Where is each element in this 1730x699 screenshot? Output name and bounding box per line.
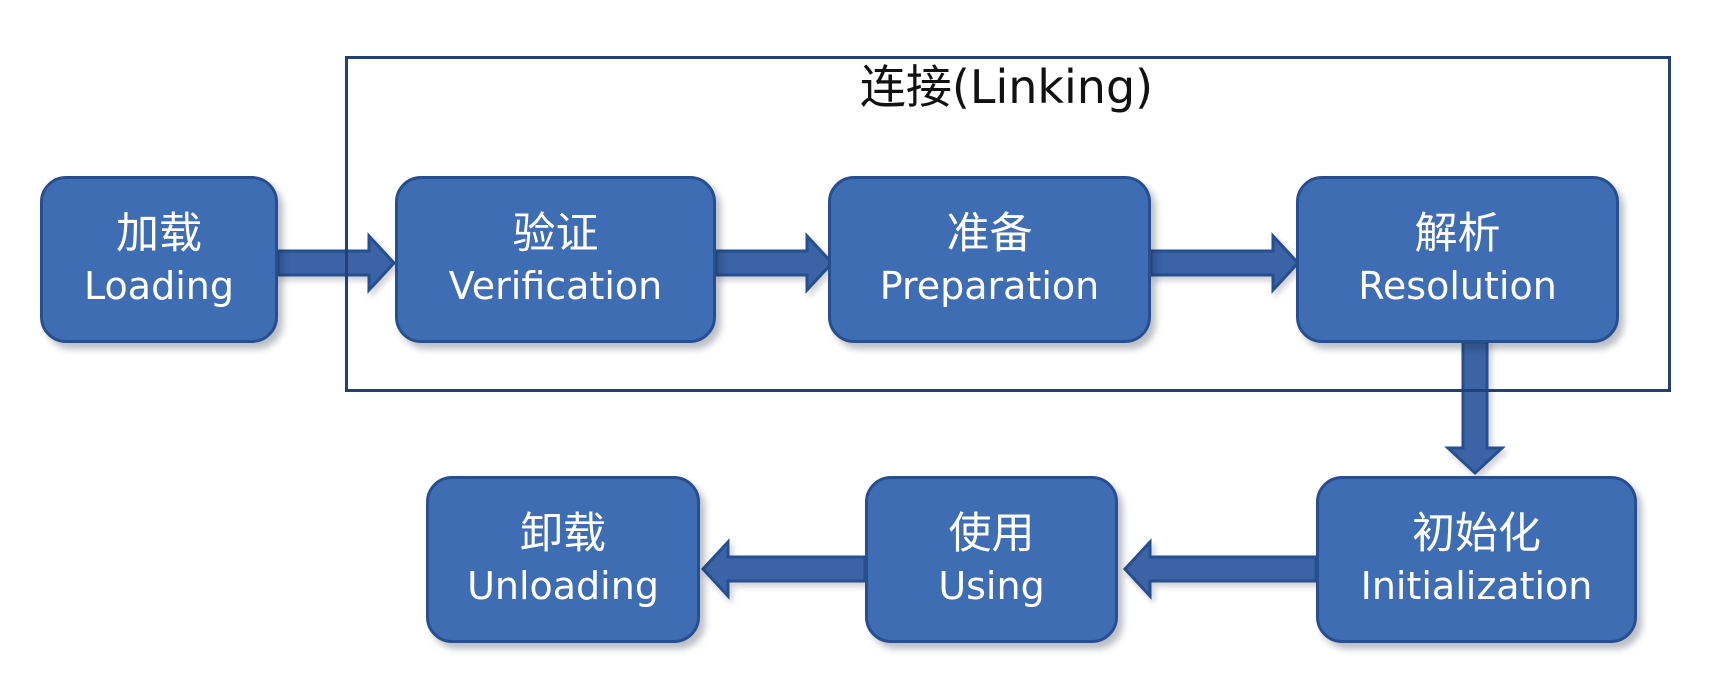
node-loading: 加载 Loading xyxy=(40,176,278,343)
node-unloading-zh-label: 卸载 xyxy=(520,508,606,559)
node-using-zh-label: 使用 xyxy=(948,508,1035,559)
node-loading-en-label: Loading xyxy=(84,264,234,309)
node-resolution-en-label: Resolution xyxy=(1358,264,1557,309)
node-initialization-zh-label: 初始化 xyxy=(1412,508,1541,559)
node-loading-zh-label: 加载 xyxy=(116,208,202,259)
linking-group-label: 连接(Linking) xyxy=(859,60,1154,114)
node-preparation: 准备 Preparation xyxy=(828,176,1151,343)
arrow-verification-to-preparation xyxy=(714,232,835,294)
node-initialization: 初始化 Initialization xyxy=(1316,476,1637,643)
node-verification-zh-label: 验证 xyxy=(512,208,599,259)
arrow-resolution-to-initialization xyxy=(1444,340,1506,476)
node-verification: 验证 Verification xyxy=(395,176,716,343)
node-initialization-en-label: Initialization xyxy=(1360,564,1593,609)
node-resolution: 解析 Resolution xyxy=(1296,176,1619,343)
node-resolution-zh-label: 解析 xyxy=(1414,208,1501,259)
arrow-preparation-to-resolution xyxy=(1149,232,1301,294)
linking-group-box xyxy=(345,56,1671,392)
arrow-using-to-unloading xyxy=(700,538,867,600)
arrow-initialization-to-using xyxy=(1122,538,1318,600)
node-using-en-label: Using xyxy=(938,564,1045,609)
arrow-loading-to-verification xyxy=(276,232,397,294)
node-verification-en-label: Verification xyxy=(448,264,663,309)
node-unloading: 卸载 Unloading xyxy=(426,476,700,643)
node-unloading-en-label: Unloading xyxy=(467,564,659,609)
node-preparation-en-label: Preparation xyxy=(879,264,1100,309)
node-preparation-zh-label: 准备 xyxy=(946,208,1033,259)
node-using: 使用 Using xyxy=(865,476,1118,643)
